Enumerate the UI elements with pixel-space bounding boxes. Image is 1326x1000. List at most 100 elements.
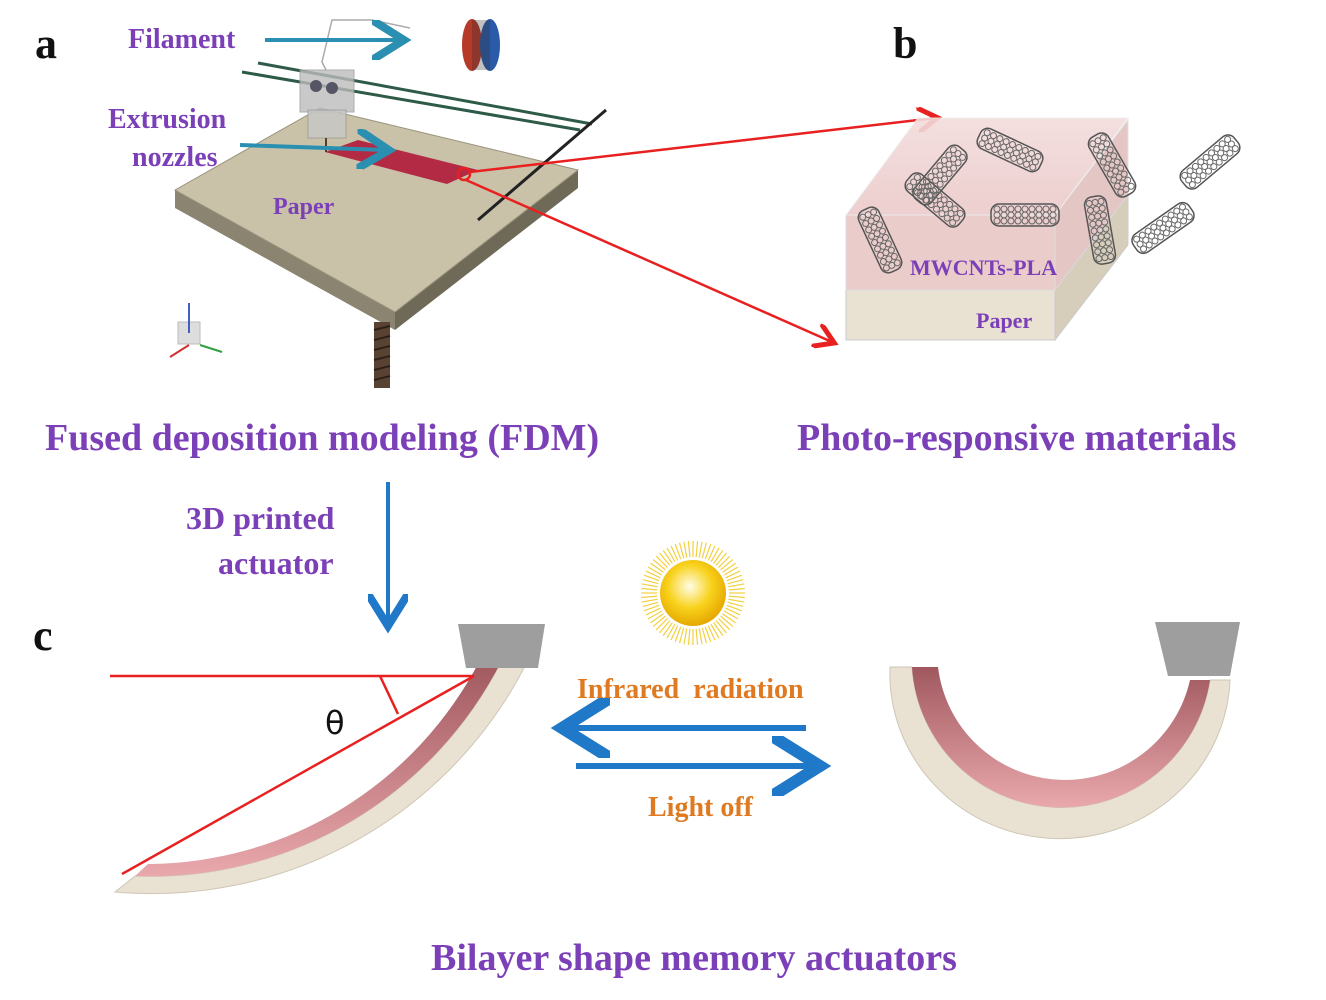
carbon-nanotube bbox=[904, 172, 966, 228]
sun-ray bbox=[683, 628, 688, 645]
carbon-nanotube bbox=[976, 127, 1044, 173]
sun-ray bbox=[641, 598, 658, 603]
sun-ray bbox=[698, 628, 703, 645]
label-paper-a: Paper bbox=[273, 194, 335, 220]
sun-ray bbox=[652, 559, 666, 571]
sun-core bbox=[660, 560, 726, 626]
sun-ray bbox=[704, 626, 712, 643]
sun-ray bbox=[641, 595, 658, 599]
sun-ray bbox=[662, 550, 673, 564]
angle-line bbox=[121, 674, 475, 876]
sun-ray bbox=[659, 620, 671, 634]
caption-fdm: Fused deposition modeling (FDM) bbox=[45, 417, 600, 459]
sun-ray bbox=[713, 550, 724, 564]
angle-theta-label: θ bbox=[325, 704, 345, 742]
panel-label-c: c bbox=[33, 611, 53, 660]
label-infrared-radiation: Infrared radiation bbox=[577, 674, 804, 705]
sun-ray bbox=[718, 618, 731, 631]
sun-ray bbox=[662, 622, 673, 636]
caption-bilayer: Bilayer shape memory actuators bbox=[431, 937, 957, 979]
sun-ray bbox=[728, 598, 745, 603]
sun-ray bbox=[650, 613, 664, 624]
label-3d-printed: 3D printed bbox=[186, 500, 335, 536]
clamp bbox=[458, 624, 545, 668]
sun-ray bbox=[728, 587, 745, 591]
filament-spool bbox=[462, 19, 482, 71]
sun-ray bbox=[674, 626, 682, 643]
carbon-nanotube bbox=[1083, 195, 1117, 265]
pla-layer bbox=[912, 667, 1210, 808]
actuator-bent-full bbox=[889, 622, 1240, 840]
sun-ray bbox=[687, 541, 691, 558]
sun-ray bbox=[727, 601, 744, 608]
sun-ray bbox=[666, 547, 676, 563]
fdm-printer-illustration bbox=[169, 19, 607, 388]
carbon-nanotube bbox=[990, 203, 1060, 227]
sun-ray bbox=[641, 583, 658, 588]
label-extrusion: Extrusion bbox=[108, 104, 227, 135]
label-filament: Filament bbox=[128, 24, 236, 55]
sun-ray bbox=[710, 547, 720, 563]
sun-ray bbox=[728, 583, 745, 588]
sun-ray bbox=[725, 607, 741, 616]
sun-ray bbox=[650, 562, 664, 573]
sun-ray bbox=[642, 578, 659, 585]
sun-ray bbox=[701, 627, 708, 644]
rail bbox=[477, 108, 607, 222]
label-mwcnts-pla: MWCNTs-PLA bbox=[910, 255, 1058, 280]
sun-ray bbox=[728, 595, 745, 599]
sun-ray bbox=[687, 628, 691, 645]
sun-ray bbox=[670, 545, 679, 561]
sun-ray bbox=[643, 604, 660, 612]
callout-line-top bbox=[469, 118, 935, 174]
sun-ray bbox=[645, 570, 661, 579]
sun-ray bbox=[707, 545, 716, 561]
actuator-bent-partial bbox=[113, 624, 545, 895]
sun-ray bbox=[695, 541, 699, 558]
sun-ray bbox=[715, 552, 727, 566]
clamp bbox=[1155, 622, 1240, 676]
zoom-circle bbox=[456, 166, 472, 182]
sun-ray bbox=[642, 601, 659, 608]
sun-ray bbox=[659, 552, 671, 566]
panel-label-a: a bbox=[35, 19, 57, 68]
pla-top-face bbox=[845, 117, 1130, 216]
sun-ray bbox=[641, 587, 658, 591]
rail bbox=[241, 70, 581, 132]
caption-photo-responsive: Photo-responsive materials bbox=[797, 417, 1237, 459]
pla-layer bbox=[135, 660, 502, 877]
panel-label-b: b bbox=[893, 19, 918, 68]
sun-ray bbox=[698, 541, 703, 558]
sun-icon bbox=[641, 541, 745, 645]
filament-line bbox=[321, 19, 411, 71]
angle-arc bbox=[378, 675, 400, 715]
sun-ray bbox=[707, 625, 716, 641]
sun-ray bbox=[674, 543, 682, 560]
sun-ray bbox=[710, 623, 720, 639]
build-plate bbox=[173, 107, 580, 313]
sun-ray bbox=[678, 542, 685, 559]
sun-ray bbox=[678, 627, 685, 644]
sun-ray bbox=[723, 566, 739, 576]
sun-ray bbox=[727, 578, 744, 585]
callout-line-bottom bbox=[465, 178, 832, 342]
nozzle-arrow bbox=[239, 145, 385, 150]
sun-ray bbox=[720, 559, 734, 571]
sun-ray bbox=[713, 622, 724, 636]
axis-gizmo-icon bbox=[169, 303, 223, 358]
sun-ray bbox=[683, 541, 688, 558]
sun-ray bbox=[655, 555, 668, 568]
sun-ray bbox=[718, 555, 731, 568]
sun-ray bbox=[670, 625, 679, 641]
label-nozzles: nozzles bbox=[132, 142, 218, 173]
sun-ray bbox=[723, 610, 739, 620]
build-plate-front-edge bbox=[175, 190, 395, 330]
sun-ray bbox=[643, 574, 660, 582]
sun-ray bbox=[722, 562, 736, 573]
sun-ray bbox=[647, 610, 663, 620]
sun-ray bbox=[652, 615, 666, 627]
sun-ray bbox=[655, 618, 668, 631]
sun-ray bbox=[666, 623, 676, 639]
label-actuator: actuator bbox=[218, 545, 334, 581]
